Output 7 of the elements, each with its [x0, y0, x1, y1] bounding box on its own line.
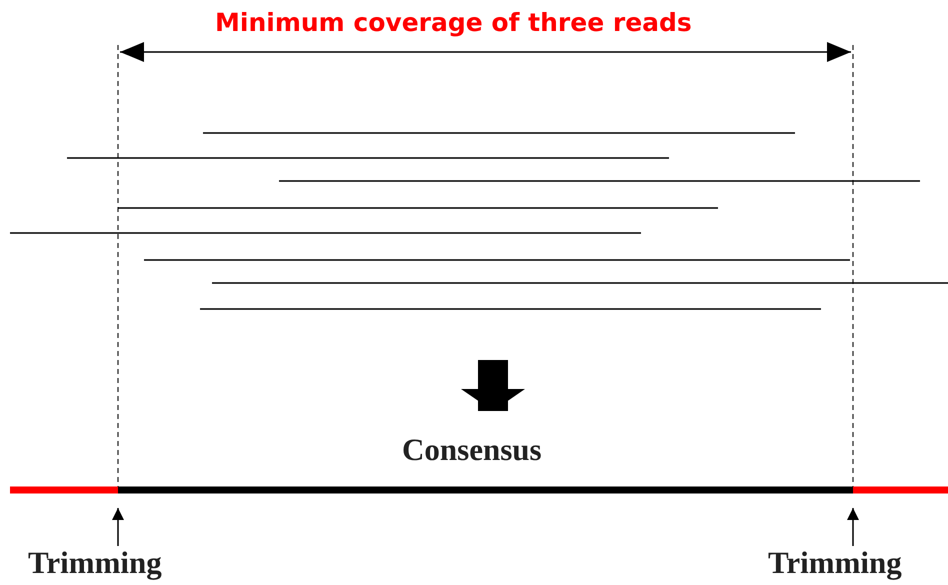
trimming-label: Trimming [28, 546, 162, 580]
dimension-label: Minimum coverage of three reads [215, 8, 692, 37]
trimming-label: Trimming [768, 546, 902, 580]
block-arrow [461, 360, 525, 411]
arrow [847, 508, 859, 546]
arrow [112, 508, 124, 546]
result-label: Consensus [402, 433, 542, 467]
